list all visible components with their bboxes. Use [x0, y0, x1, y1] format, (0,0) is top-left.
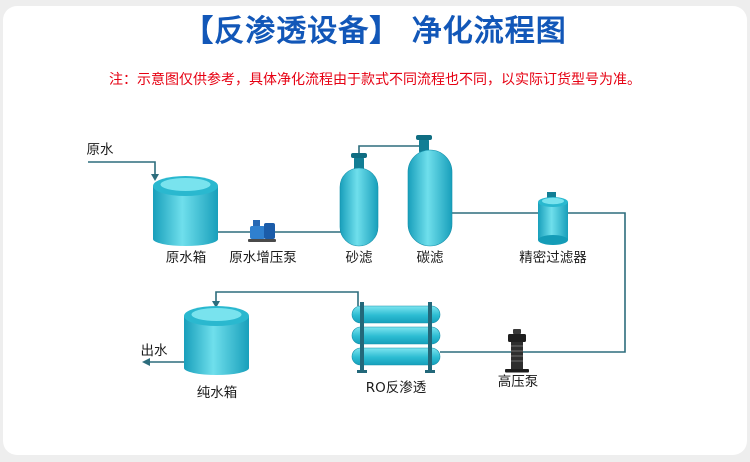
flow-arrows — [142, 174, 220, 366]
pipe-lines — [88, 145, 626, 363]
arrow-into-raw-tank — [151, 174, 159, 181]
sand-filter-label: 砂滤 — [346, 250, 373, 266]
ro-membrane-unit-icon — [351, 302, 441, 373]
arrow-water-out — [142, 358, 150, 366]
water-out-label: 出水 — [141, 343, 168, 359]
precision-filter-icon — [538, 192, 568, 245]
raw-water-tank-icon — [153, 176, 218, 246]
pipe-precision-to-ro — [440, 212, 626, 353]
arrow-into-pure-tank — [212, 301, 220, 308]
pipe-ro-to-pure-tank — [215, 291, 359, 306]
booster-pump-icon — [248, 220, 276, 242]
carbon-filter-label: 碳滤 — [417, 250, 444, 266]
booster-pump-label: 原水增压泵 — [229, 250, 297, 266]
carbon-filter-icon — [407, 135, 453, 247]
ro-unit-label: RO反渗透 — [366, 380, 427, 396]
raw-water-label: 原水 — [87, 142, 114, 158]
pipe-sand-to-carbon — [358, 145, 419, 158]
high-pressure-pump-icon — [505, 329, 529, 373]
raw-water-tank-label: 原水箱 — [166, 250, 207, 266]
pipe-raw-water-inlet — [88, 161, 156, 175]
pure-water-tank-icon — [184, 306, 249, 375]
precision-filter-label: 精密过滤器 — [519, 249, 587, 266]
sand-filter-icon — [339, 153, 379, 247]
page-title: 【反渗透设备】 净化流程图 — [183, 14, 567, 49]
disclaimer-note: 注：示意图仅供参考，具体净化流程由于款式不同流程也不同，以实际订货型号为准。 — [109, 72, 641, 88]
diagram-labels: 原水 原水箱 原水增压泵 砂滤 碳滤 精密过滤器 出水 纯水箱 RO反渗透 高压… — [87, 142, 588, 401]
pure-water-tank-label: 纯水箱 — [197, 385, 238, 401]
high-pressure-pump-label: 高压泵 — [498, 373, 539, 390]
